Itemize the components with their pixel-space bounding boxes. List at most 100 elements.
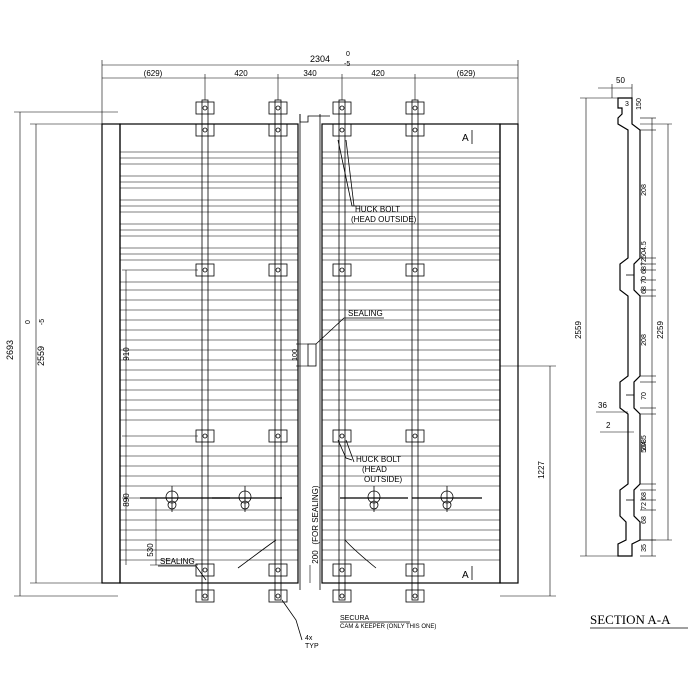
bracket-bolt: [339, 105, 345, 111]
rod-bracket: [195, 563, 215, 577]
cam-handles: [140, 486, 482, 512]
rod-bracket: [332, 263, 352, 277]
rod-bracket: [405, 263, 425, 277]
section-dim-label: 70: [641, 276, 648, 284]
section-dim-label: 68: [641, 516, 648, 524]
section-view: 50 3 150 208504.57268706820870208504.568…: [574, 76, 688, 629]
typ-label: TYP: [305, 643, 319, 650]
width-segment-3: 340: [303, 69, 317, 78]
cam-handle-4: [412, 486, 482, 512]
bracket-bolt: [275, 567, 281, 573]
dim-1227: 1227: [537, 461, 546, 479]
rod-bracket: [332, 429, 352, 443]
cam-handle-3: [340, 486, 408, 512]
huck-bolt-note-top: (HEAD OUTSIDE): [351, 215, 417, 224]
section-dim-label: 504.5: [641, 435, 648, 453]
overall-height: 2693: [5, 340, 15, 360]
section-top-height: 150: [636, 98, 643, 110]
bracket-bolt: [412, 593, 418, 599]
seal-gap-note: (FOR SEALING): [311, 485, 320, 544]
bracket-bolt: [275, 593, 281, 599]
bracket-bolt: [275, 267, 281, 273]
frame-height-tol-lower: -5: [39, 319, 46, 325]
bracket-bolt: [412, 105, 418, 111]
section-inner-height: 2259: [656, 321, 665, 339]
rod-bracket: [195, 429, 215, 443]
rod-bracket: [268, 101, 288, 115]
rod-bracket: [332, 589, 352, 603]
typ-count: 4x: [305, 635, 313, 642]
width-segment-4: 420: [371, 69, 385, 78]
front-view: 2304 0 -5 (629) 420 340 420 (629) 2693 2…: [5, 51, 556, 650]
dim-910: 910: [122, 347, 131, 361]
bracket-bolt: [202, 433, 208, 439]
rod-bracket: [268, 563, 288, 577]
width-segment-1: (629): [144, 69, 163, 78]
annotations: HUCK BOLT (HEAD OUTSIDE) SEALING HUCK BO…: [158, 139, 436, 650]
cam-handle-2: [212, 486, 282, 512]
rod-bracket: [405, 589, 425, 603]
seal-gap: 200: [311, 550, 320, 564]
sealing-label-mid: SEALING: [348, 309, 383, 318]
section-dim-label: 35: [641, 544, 648, 552]
section-dim-label: 208: [641, 184, 648, 196]
section-title: SECTION A-A: [590, 612, 671, 627]
bracket-bolt: [202, 593, 208, 599]
huck-bolt-note-low-1: (HEAD: [362, 465, 387, 474]
width-segment-2: 420: [234, 69, 248, 78]
overall-width: 2304: [310, 54, 330, 64]
huck-bolt-note-low-2: OUTSIDE): [364, 475, 403, 484]
section-thickness-2: 2: [606, 421, 611, 430]
rod-bracket: [405, 123, 425, 137]
bracket-bolt: [339, 433, 345, 439]
bracket-bolt: [275, 127, 281, 133]
section-marker-bottom: A: [462, 570, 469, 581]
overall-width-tol-upper: 0: [346, 51, 350, 58]
sealing-label-low: SEALING: [160, 557, 195, 566]
section-dim-label: 68: [641, 266, 648, 274]
seal-block: [307, 343, 317, 367]
rod-bracket: [332, 563, 352, 577]
section-top-step: 3: [625, 101, 629, 108]
rod-brackets: [195, 101, 425, 603]
rod-bracket: [195, 263, 215, 277]
frame-height: 2559: [36, 346, 46, 366]
rod-bracket: [268, 589, 288, 603]
section-dim-label: 70: [641, 392, 648, 400]
lock-rods: [201, 99, 419, 601]
bracket-bolt: [412, 567, 418, 573]
overall-width-tol-lower: -5: [344, 61, 350, 68]
top-dimensions: 2304 0 -5 (629) 420 340 420 (629): [101, 51, 519, 125]
rod-bracket: [332, 101, 352, 115]
bracket-bolt: [202, 267, 208, 273]
right-door-leaf: [321, 123, 501, 584]
rod-bracket: [332, 123, 352, 137]
section-dim-label: 68: [641, 286, 648, 294]
bracket-bolt: [275, 105, 281, 111]
dim-890: 890: [122, 493, 131, 507]
rod-bracket: [405, 101, 425, 115]
huck-bolt-label-low: HUCK BOLT: [356, 455, 401, 464]
right-jamb: [499, 123, 519, 584]
rod-bracket: [268, 263, 288, 277]
right-dimension: 1227: [500, 365, 556, 597]
huck-bolt-label-top: HUCK BOLT: [355, 205, 400, 214]
section-dim-label: 72: [641, 502, 648, 510]
bracket-bolt: [339, 127, 345, 133]
rod-bracket: [405, 429, 425, 443]
bracket-bolt: [202, 105, 208, 111]
section-dim-label: 72: [641, 258, 648, 266]
section-total-height: 2559: [574, 321, 583, 339]
rod-bracket: [195, 123, 215, 137]
bracket-bolt: [339, 267, 345, 273]
section-dim-label: 208: [641, 439, 648, 451]
width-segment-5: (629): [457, 69, 476, 78]
section-dim-label: 504.5: [641, 241, 648, 259]
bracket-bolt: [202, 567, 208, 573]
rod-bracket: [195, 589, 215, 603]
left-door-leaf: [119, 123, 299, 584]
bracket-bolt: [412, 433, 418, 439]
section-dim-label: 208: [641, 334, 648, 346]
door-slats: [120, 151, 500, 561]
